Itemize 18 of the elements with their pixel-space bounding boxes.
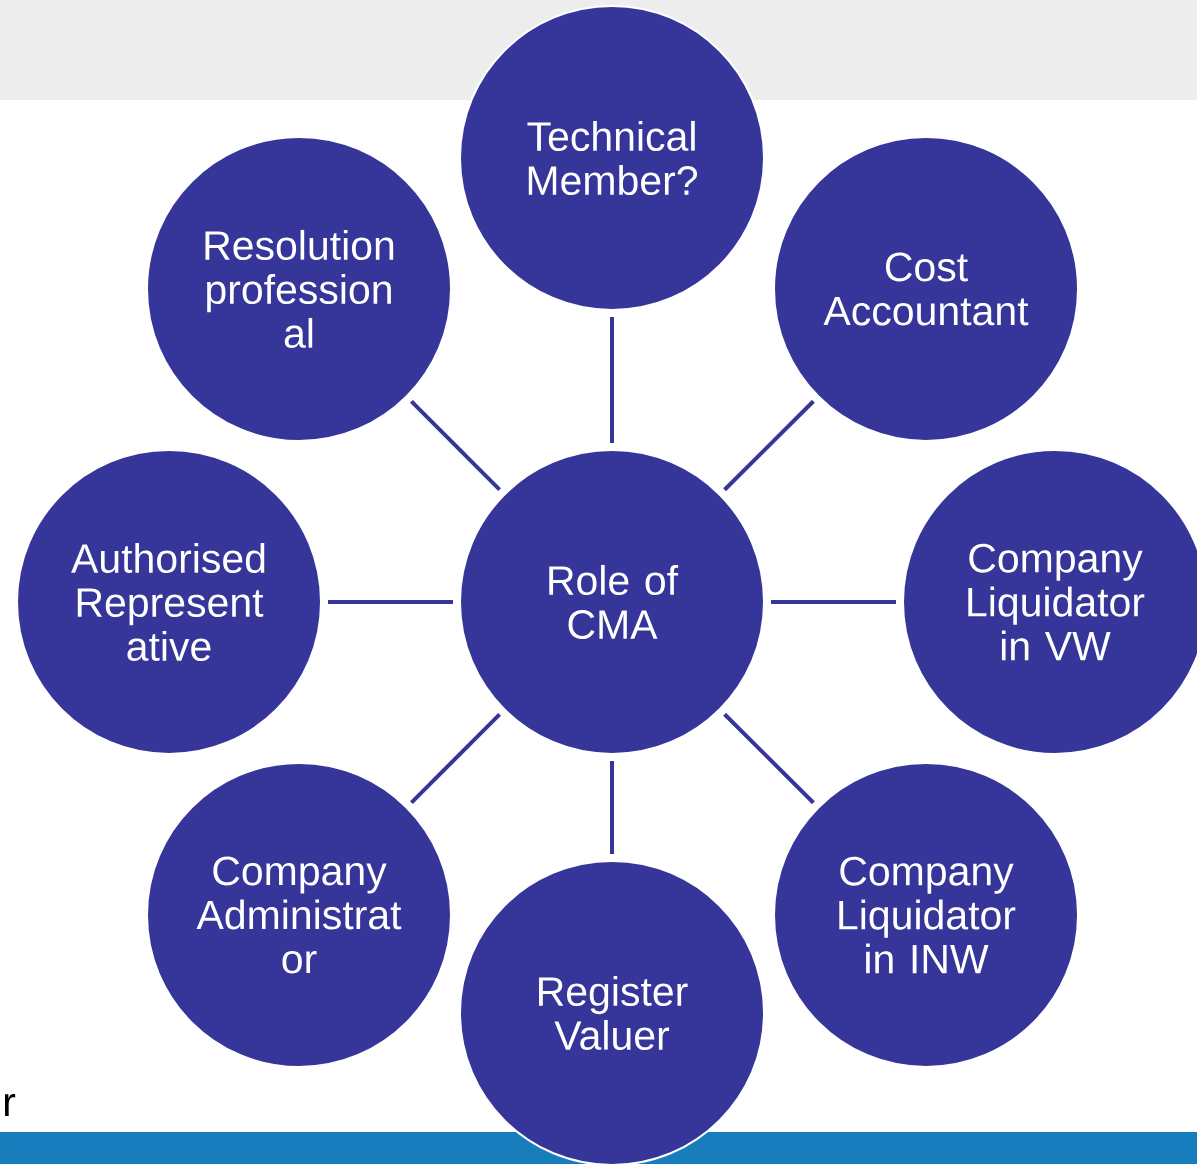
circle-node: Resolution profession al [146,136,452,442]
circle-node: Company Administrat or [146,762,452,1068]
connector-line [410,400,501,491]
connector-line [610,761,614,854]
connector-line [723,399,815,492]
circle-node: Technical Member? [459,5,765,311]
circle-node: Company Liquidator in VW [902,449,1197,755]
connector-line [771,600,896,604]
label-text: r [4,1093,16,1116]
circle-node: Register Valuer [459,860,765,1164]
circle-node: Cost Accountant [773,136,1079,442]
connector-line [328,600,453,604]
circle-node: Company Liquidator in INW [773,762,1079,1068]
connector-line [610,317,614,443]
circle-node: Role of CMA [459,449,765,755]
circle-node: Authorised Represent ative [16,449,322,755]
connector-line [410,713,501,804]
connector-line [723,712,815,805]
